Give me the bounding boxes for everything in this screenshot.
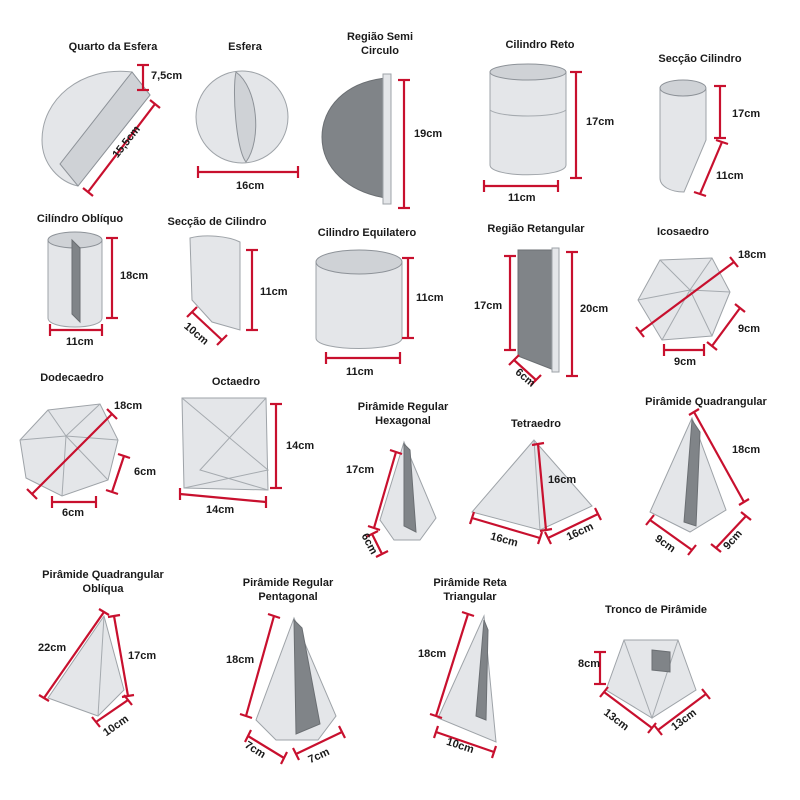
dim-label: 9cm [674,356,697,368]
dim-label: 22cm [38,642,67,654]
dim-label: 11cm [260,286,288,298]
shape-title-tetraedro: Tetraedro [511,418,561,430]
shape-title-quarto-esfera: Quarto da Esfera [68,41,158,53]
dim-label: 18cm [114,400,143,412]
semicircle-region-figure [321,73,410,210]
equilateral-cylinder-figure [315,249,414,364]
triangular-pyramid-figure [429,610,498,759]
dim-label: 18cm [120,270,149,282]
shape-title-regiao-semi-circulo: Região Semi Circulo [346,31,414,57]
pentagonal-pyramid-figure [239,612,346,765]
quarter-sphere-figure [41,63,161,197]
dim-label: 14cm [206,504,235,516]
dim-label: 6cm [134,466,157,478]
dim-label: 11cm [346,366,374,378]
dim-label: 17cm [346,464,375,476]
dim-label: 17cm [586,116,615,128]
shape-title-piramide-hexagonal: Pirâmide Regular Hexagonal [357,401,449,427]
dim-label: 16cm [236,180,265,192]
shape-title-esfera: Esfera [228,41,262,53]
dim-label: 11cm [66,336,94,348]
dim-label: 17cm [474,300,503,312]
oblique-square-pyramid-figure [38,608,135,728]
dim-label: 20cm [580,303,609,315]
shape-title-octaedro: Octaedro [211,376,261,388]
rectangular-region-figure [504,247,578,386]
dim-label: 16cm [548,474,577,486]
tetrahedron-figure [468,439,602,545]
dim-label: 17cm [732,108,761,120]
dim-label: 17cm [128,650,157,662]
hexagonal-pyramid-figure [365,440,437,558]
dim-label: 11cm [508,192,536,204]
dim-label: 9cm [738,323,761,335]
dim-label: 11cm [416,292,444,304]
right-cylinder-figure [482,63,582,192]
sphere-figure [195,70,300,178]
dodecahedron-figure [19,403,131,508]
pyramid-frustum-figure [594,639,711,736]
dim-label: 18cm [418,648,447,660]
dim-label: 8cm [578,658,601,670]
shape-title-seccao-de-cilindro: Secção de Cilindro [167,216,267,228]
square-pyramid-figure [645,408,752,556]
dim-label: 19cm [414,128,443,140]
shape-title-cilindro-equilatero: Cilindro Equilatero [317,227,417,239]
shape-title-icosaedro: Icosaedro [657,226,709,238]
shape-title-cilindro-reto: Cilindro Reto [505,39,575,51]
shape-title-piramide-triangular: Pirâmide Reta Triangular [433,577,507,603]
shape-title-regiao-retangular: Região Retangular [487,223,585,235]
dim-label: 18cm [732,444,761,456]
dim-label: 7,5cm [151,70,183,82]
oblique-cylinder-figure [47,231,118,336]
shape-title-piramide-quadrangular: Pirâmide Quadrangular [645,396,767,408]
dim-label: 6cm [62,507,85,519]
shape-title-tronco-piramide: Tronco de Pirâmide [604,604,708,616]
shape-title-seccao-cilindro: Secção Cilindro [658,53,742,65]
cylinder-section-figure-2 [186,235,258,346]
dim-label: 18cm [226,654,255,666]
dim-label: 11cm [716,170,744,182]
dim-label: 14cm [286,440,315,452]
octahedron-figure [178,397,282,508]
shape-title-dodecaedro: Dodecaedro [40,372,104,384]
cylinder-section-figure [659,79,729,198]
shape-title-cilindro-obliquo: Cilíndro Oblíquo [36,213,124,225]
shape-title-piramide-quadrangular-obliqua: Pirâmide Quadrangular Oblíqua [42,569,164,595]
icosahedron-figure [635,256,746,356]
dim-label: 18cm [738,249,767,261]
shape-title-piramide-pentagonal: Pirâmide Regular Pentagonal [242,577,334,603]
